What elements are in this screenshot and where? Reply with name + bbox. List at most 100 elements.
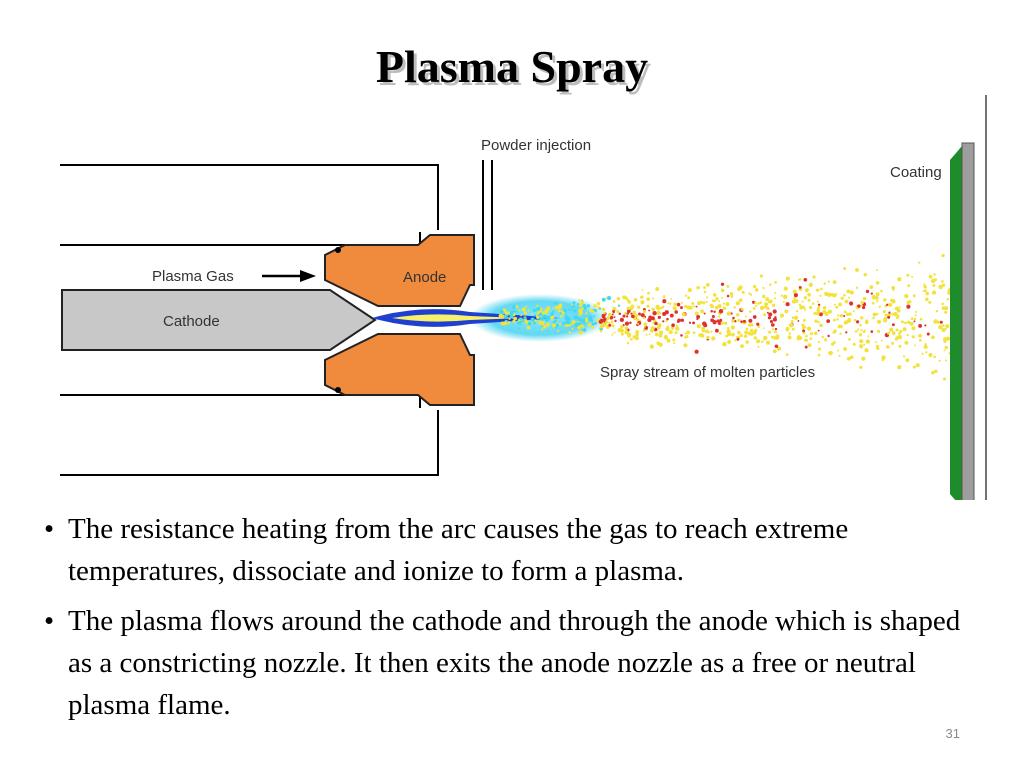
spray-particle: [764, 302, 769, 307]
spray-particle: [797, 319, 800, 322]
spray-particle: [699, 300, 703, 304]
spray-particle: [813, 311, 817, 315]
spray-particle: [943, 349, 946, 352]
spray-particle: [906, 304, 911, 309]
spray-particle: [530, 317, 535, 322]
spray-particle: [872, 312, 877, 317]
spray-particle: [941, 253, 945, 258]
spray-particle: [907, 320, 911, 324]
spray-particle: [521, 307, 526, 312]
spray-particle: [606, 296, 612, 301]
spray-particle: [711, 336, 716, 341]
spray-particle: [499, 309, 504, 314]
spray-particle: [665, 320, 668, 323]
spray-particle: [753, 284, 757, 289]
spray-particle: [875, 269, 878, 272]
spray-particle: [894, 337, 899, 341]
spray-particle: [877, 319, 881, 324]
spray-particle: [711, 314, 715, 319]
spray-particle: [925, 351, 928, 354]
spray-particle: [716, 319, 720, 323]
spray-particle: [908, 300, 912, 304]
spray-particle: [875, 281, 880, 285]
spray-particle: [772, 309, 777, 314]
spray-particle: [608, 323, 612, 327]
bullet-item: • The resistance heating from the arc ca…: [44, 513, 849, 587]
spray-particle: [582, 303, 587, 308]
spray-particle: [613, 331, 616, 334]
spray-particle: [555, 323, 559, 327]
spray-particle: [798, 303, 802, 306]
spray-particle: [766, 340, 771, 345]
spray-particle: [671, 327, 674, 331]
spray-particle: [552, 320, 556, 324]
spray-particle: [944, 345, 948, 350]
spray-particle: [650, 326, 655, 331]
spray-particle: [649, 344, 654, 349]
spray-particle: [694, 349, 699, 354]
spray-particle: [641, 289, 644, 291]
spray-particle: [774, 327, 778, 331]
spray-particle: [730, 312, 733, 315]
spray-particle: [720, 282, 725, 286]
spray-particle: [902, 327, 907, 332]
spray-particle: [654, 321, 658, 326]
spray-particle: [787, 335, 792, 340]
spray-particle: [863, 343, 866, 346]
spray-particle: [765, 297, 770, 302]
spray-particle: [720, 321, 724, 325]
spray-particle: [718, 309, 724, 314]
spray-particle: [934, 369, 938, 374]
spray-particle: [651, 307, 655, 312]
anode-upper: [324, 234, 475, 307]
spray-particle: [705, 300, 708, 304]
spray-particle: [931, 335, 935, 340]
spray-particle: [894, 306, 899, 311]
spray-particle: [673, 302, 677, 306]
spray-particle: [565, 324, 568, 327]
spray-particle: [717, 304, 722, 309]
spray-particle: [546, 322, 550, 326]
spray-particle: [768, 299, 773, 304]
spray-particle: [722, 302, 726, 305]
spray-particle: [640, 295, 644, 299]
spray-particle: [771, 303, 776, 307]
spray-particle: [727, 339, 732, 344]
spray-particle: [914, 344, 917, 347]
spray-particle: [867, 335, 870, 338]
spray-particle: [572, 301, 576, 305]
spray-particle: [839, 314, 844, 318]
spray-particle: [726, 326, 730, 330]
spray-particle: [646, 297, 651, 301]
spray-particle: [645, 333, 648, 336]
label-coating: Coating: [890, 164, 942, 181]
spray-particle: [931, 290, 937, 295]
spray-particle: [605, 296, 608, 299]
spray-particle: [578, 299, 581, 302]
spray-particle: [614, 319, 617, 323]
spray-particle: [756, 339, 761, 344]
spray-particle: [605, 320, 609, 324]
spray-particle: [702, 301, 706, 305]
spray-particle: [517, 309, 520, 312]
spray-particle: [577, 327, 580, 330]
spray-particle: [807, 292, 811, 297]
spray-particle: [675, 324, 678, 327]
spray-particle: [637, 305, 641, 309]
spray-particle: [642, 309, 647, 314]
spray-particle: [715, 297, 719, 301]
spray-particle: [547, 308, 550, 311]
spray-particle: [666, 317, 669, 321]
spray-particle: [891, 323, 895, 327]
spray-particle: [757, 302, 760, 305]
spray-particle: [557, 329, 560, 332]
spray-particle: [754, 328, 758, 332]
spray-particle: [735, 313, 740, 317]
spray-particle: [632, 335, 636, 339]
spray-particle: [522, 319, 525, 322]
spray-particle: [833, 318, 836, 322]
spray-particle: [526, 325, 531, 330]
spray-particle: [532, 321, 536, 325]
spray-particle: [926, 332, 930, 336]
spray-particle: [709, 303, 713, 307]
